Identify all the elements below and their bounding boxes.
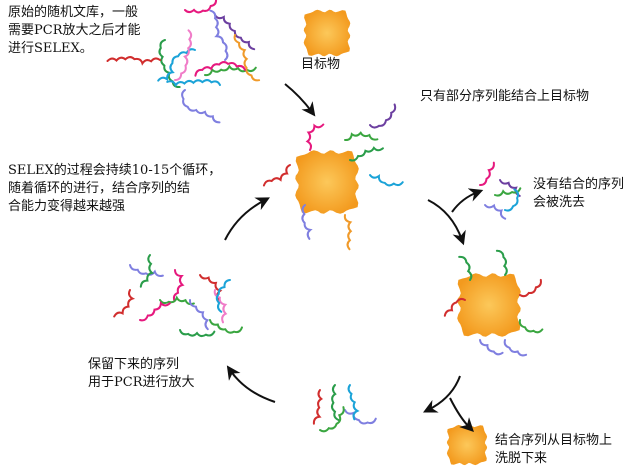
aptamer-strand — [344, 131, 379, 142]
arrow-wash-to-elute — [422, 375, 461, 413]
arrow-amplify-to-cycle — [224, 197, 270, 241]
amplify-label: 保留下来的序列 用于PCR进行放大 — [88, 357, 195, 390]
aptamer-strand — [181, 89, 221, 124]
aptamer-strand — [344, 409, 377, 425]
bound-target-icon — [295, 150, 359, 214]
aptamer-strand — [484, 203, 507, 220]
aptamer-strand — [319, 406, 345, 433]
aptamer-strand — [479, 161, 495, 186]
wash-label: 没有结合的序列 会被洗去 — [533, 177, 625, 210]
arrow-elute-branch — [449, 397, 474, 432]
library-label: 原始的随机文库，一般 需要PCR放大之后才能 进行SELEX。 — [8, 5, 141, 56]
aptamer-strand — [233, 34, 261, 82]
arrow-library-to-target — [284, 83, 316, 117]
aptamer-strand — [347, 384, 360, 421]
aptamer-strand — [129, 264, 164, 277]
aptamer-strand — [330, 384, 340, 421]
cycle-label: SELEX的过程会持续10-15个循环， 随着循环的进行，结合序列的结 合能力变… — [8, 163, 222, 214]
aptamer-strand — [301, 204, 313, 240]
aptamer-strand — [343, 214, 353, 251]
aptamer-strand — [504, 188, 520, 212]
aptamer-strand — [157, 48, 196, 82]
aptamer-strand — [166, 79, 221, 88]
aptamer-strand — [139, 254, 155, 288]
aptamer-strand — [312, 389, 324, 425]
arrow-binding-to-wash — [427, 199, 466, 246]
aptamer-strand — [139, 300, 171, 322]
target-label: 目标物 — [301, 57, 341, 72]
aptamer-strand — [214, 14, 256, 51]
aptamer-strand — [479, 339, 504, 356]
aptamer-strand — [159, 295, 195, 306]
aptamer-strand — [262, 164, 291, 187]
washed-target-icon — [457, 273, 521, 337]
aptamer-strand — [443, 297, 466, 317]
aptamer-strand — [172, 269, 185, 303]
aptamer-strand — [349, 146, 384, 162]
aptamer-strand — [194, 61, 246, 77]
aptamer-strand — [519, 278, 542, 298]
target-molecule-icon — [303, 9, 351, 57]
aptamer-strand — [215, 279, 231, 313]
aptamer-strand — [503, 339, 528, 357]
eluted-target-icon — [446, 424, 488, 466]
aptamer-strand — [458, 255, 473, 281]
arrow-wash-branch — [451, 188, 484, 213]
aptamer-strand — [369, 174, 404, 187]
aptamer-strand — [184, 0, 218, 14]
aptamer-strand — [179, 329, 216, 338]
arrow-elute-to-amplify — [226, 365, 276, 403]
aptamer-strand — [518, 319, 544, 334]
aptamer-strand — [113, 289, 136, 318]
elute-label: 结合序列从目标物上 洗脱下来 — [495, 433, 613, 466]
aptamer-strand — [106, 56, 161, 66]
aptamer-strand — [174, 29, 193, 81]
aptamer-strand — [209, 9, 229, 61]
aptamer-strand — [213, 289, 228, 324]
aptamer-strand — [305, 123, 325, 151]
aptamer-strand — [188, 299, 210, 331]
aptamer-strand — [369, 103, 397, 129]
aptamer-strand — [495, 249, 508, 276]
aptamer-strand — [209, 319, 243, 334]
binding-label: 只有部分序列能结合上目标物 — [420, 89, 590, 104]
